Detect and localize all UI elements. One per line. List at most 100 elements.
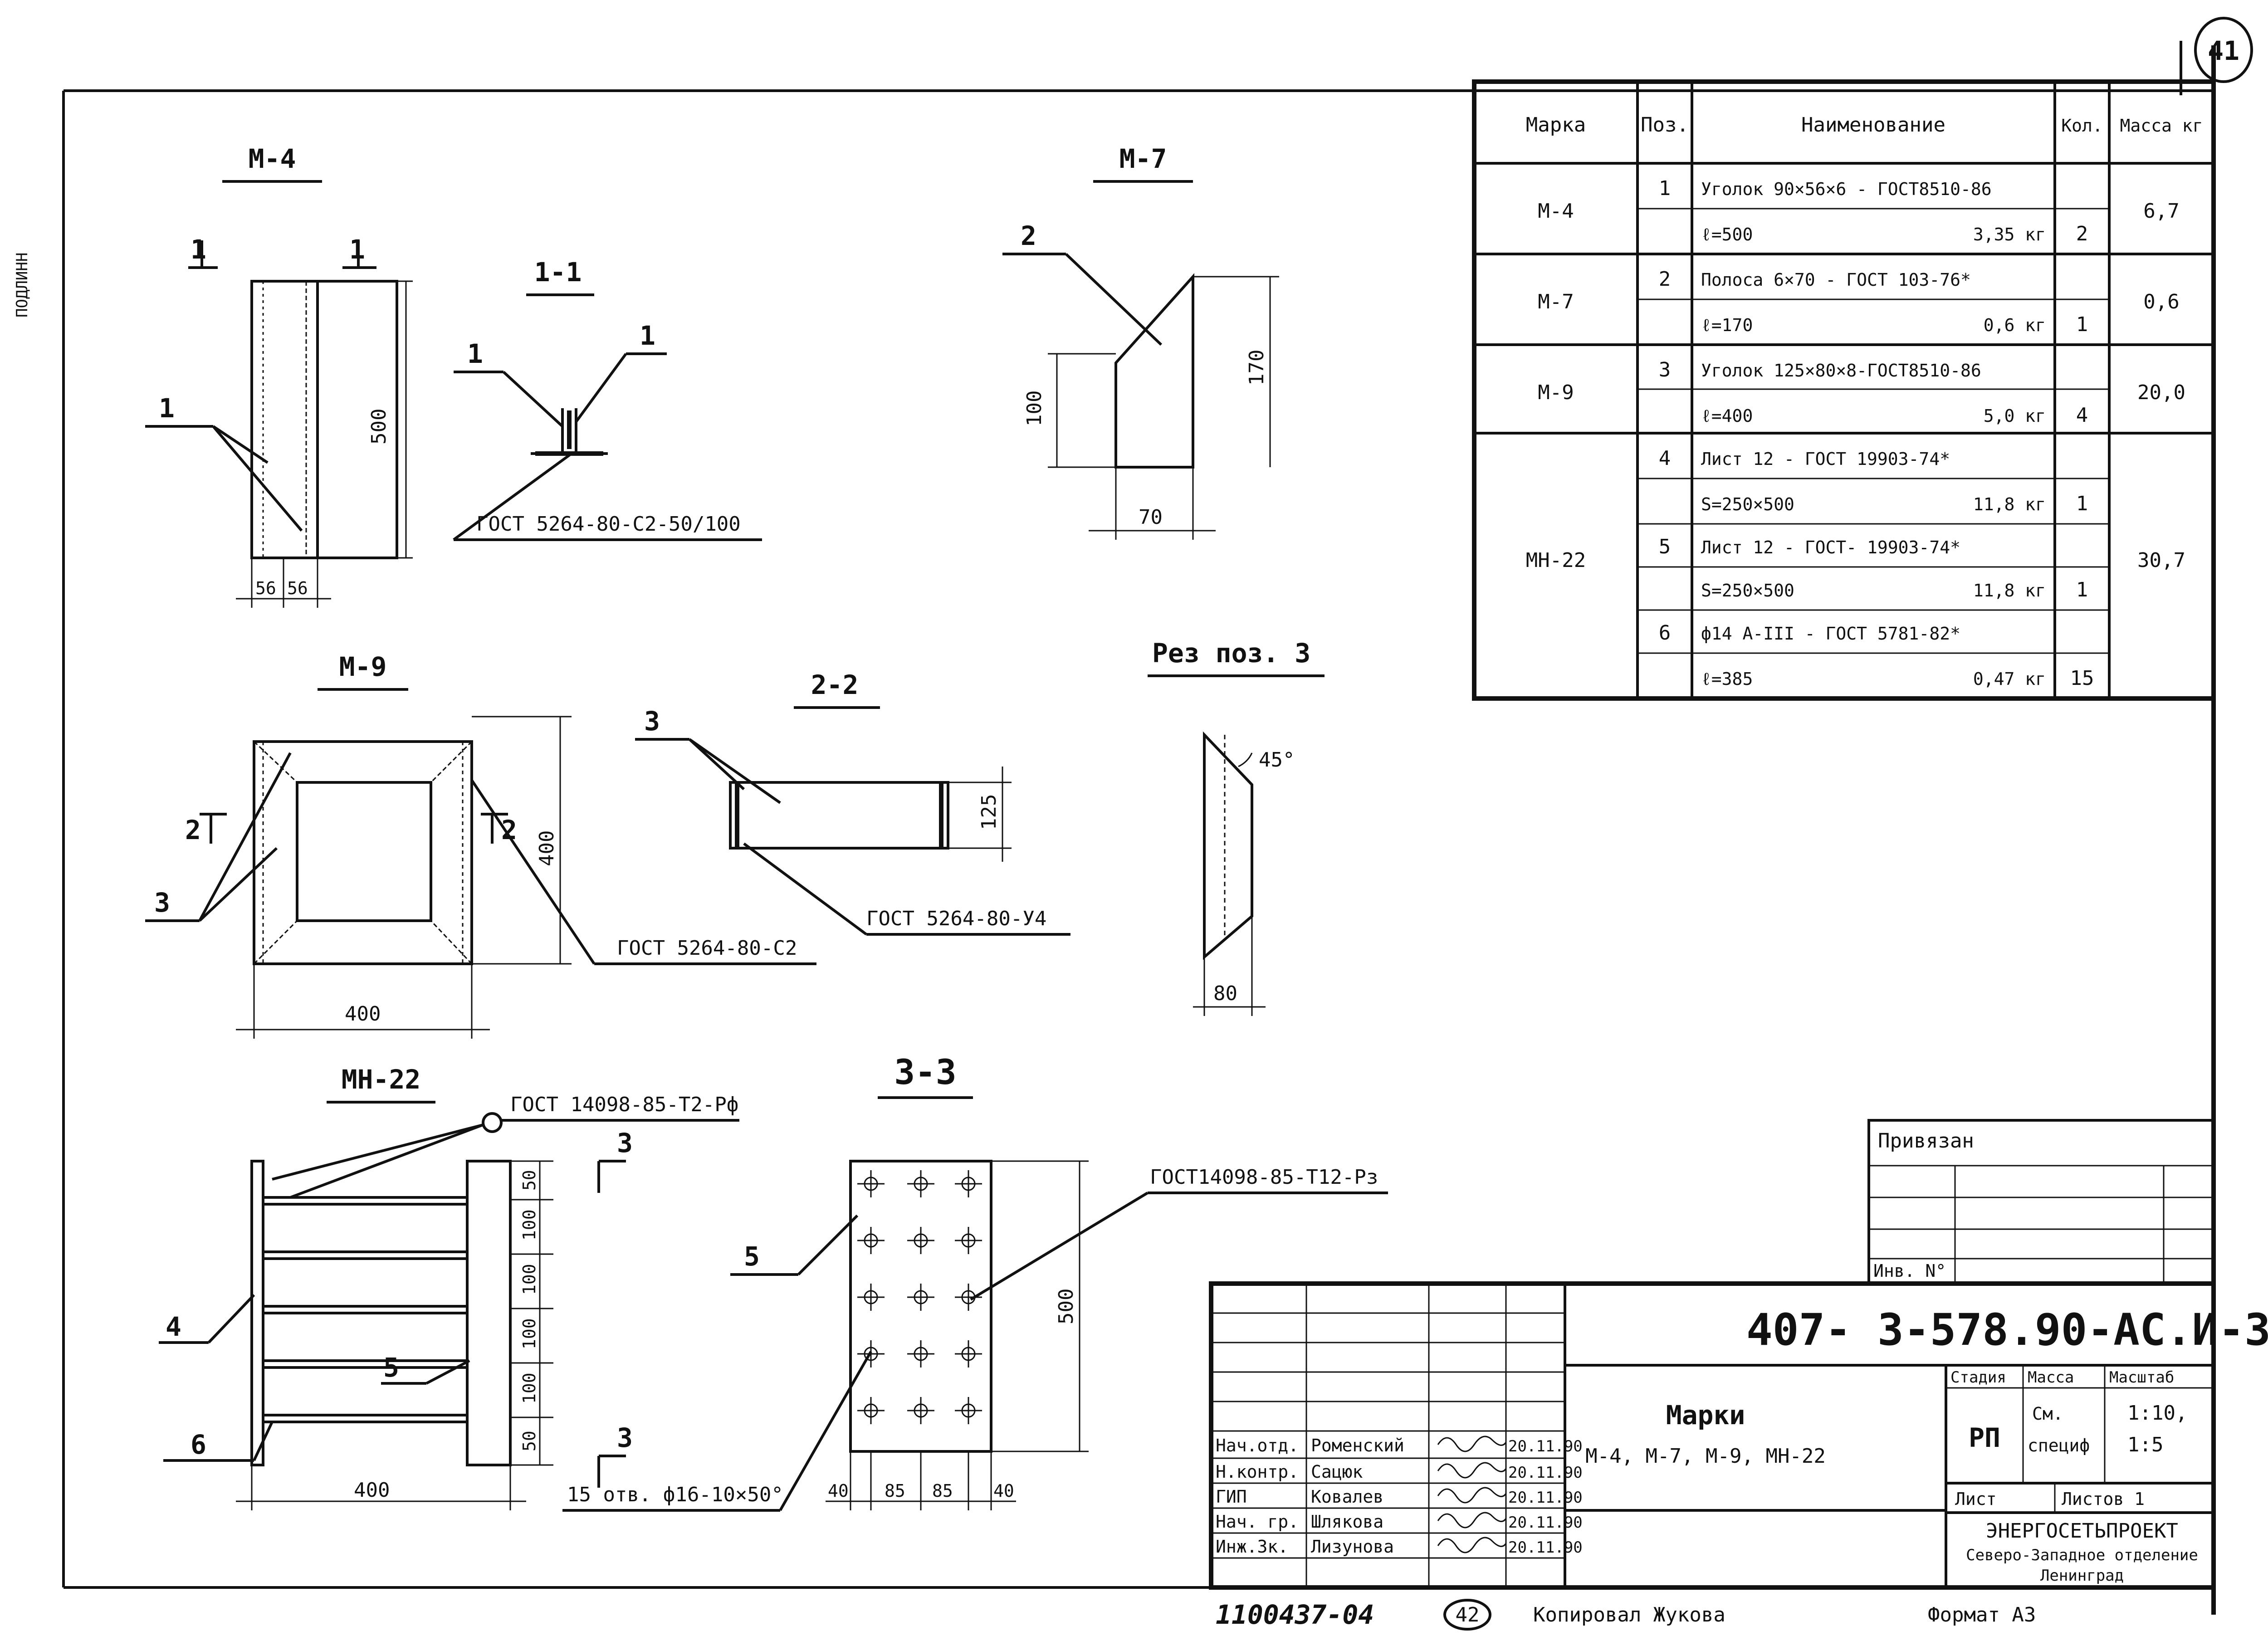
dim-56b: 56 [287, 578, 308, 598]
hole-centerline [907, 1397, 934, 1424]
dim-500: 500 [1055, 1289, 1078, 1324]
callout-2: 2 [1021, 220, 1036, 251]
dim-step: 100 [519, 1209, 539, 1240]
row-name: S=250×500 [1701, 581, 1794, 601]
hole-grid [857, 1170, 982, 1424]
hole-centerline [857, 1170, 885, 1197]
copied-by: Копировал Жукова [1533, 1603, 1725, 1626]
sheet-title-2: М-4, М-7, М-9, МН-22 [1585, 1445, 1826, 1468]
dim-100: 100 [1023, 391, 1046, 426]
dim-step: 100 [519, 1372, 539, 1404]
hole-centerline [955, 1170, 982, 1197]
dim-400-v: 400 [535, 830, 558, 866]
view-m4: М-4 1 1 500 56 56 1 [145, 143, 413, 608]
row-unit-mass: 0,47 кг [1973, 669, 2046, 689]
view-title: 2-2 [811, 669, 859, 700]
row-qty: 15 [2070, 667, 2094, 690]
signer-date: 20.11.90 [1508, 1437, 1583, 1455]
view-title: 3-3 [894, 1052, 956, 1092]
dim-400: 400 [354, 1479, 390, 1502]
side-stamp: ПОДЛИНН [13, 253, 31, 317]
dim-400-h: 400 [345, 1002, 381, 1026]
row-mass: 20,0 [2137, 381, 2185, 404]
row-pos: 5 [1659, 535, 1671, 558]
header-qty: Кол. [2061, 116, 2103, 136]
header-pos: Поз. [1641, 113, 1689, 137]
row-name: Полоса 6×70 - ГОСТ 103-76* [1701, 270, 1971, 290]
row-qty: 4 [2076, 404, 2088, 427]
view-m7: М-7 100 170 70 2 [1002, 143, 1279, 540]
inv-no-label: Инв. N° [1873, 1261, 1946, 1281]
hole-centerline [857, 1284, 885, 1311]
signature [1437, 1462, 1507, 1479]
hole-centerline [955, 1340, 982, 1367]
row-name: Лист 12 - ГОСТ- 19903-74* [1701, 537, 1960, 557]
callout-6: 6 [191, 1429, 206, 1460]
row-pos: 4 [1659, 447, 1671, 470]
row-mark: МН-22 [1526, 549, 1586, 572]
hole-centerline [907, 1284, 934, 1311]
view-cut-pos-3: Рез поз. 3 45° 80 [1148, 638, 1325, 1016]
stage-label: Стадия [1950, 1368, 2006, 1387]
view-title: МН-22 [342, 1064, 421, 1095]
signer-role: Инж.3к. [1216, 1537, 1288, 1557]
view-section-1-1: 1-1 1 1 ГОСТ 5264-80-С2-50/100 [453, 257, 762, 541]
dim-step: 100 [519, 1264, 539, 1295]
signature [1437, 1537, 1507, 1553]
signer-name: Ковалев [1311, 1487, 1383, 1507]
list-label: Лист [1955, 1489, 1997, 1509]
weld-note: ГОСТ 5264-80-С2-50/100 [476, 513, 741, 536]
format-label: Формат А3 [1928, 1603, 2036, 1626]
view-title: М-7 [1119, 143, 1167, 174]
callout-3: 3 [644, 706, 660, 737]
view-section-2-2: 2-2 125 3 ГОСТ 5264-80-У4 [635, 669, 1070, 936]
row-unit-mass: 11,8 кг [1973, 494, 2046, 514]
signer-role: ГИП [1216, 1487, 1247, 1507]
mass-label: Масса [2028, 1368, 2074, 1387]
weld-note: ГОСТ14098-85-Т12-Рз [1150, 1166, 1378, 1189]
dim-125: 125 [978, 794, 1001, 830]
signer-date: 20.11.90 [1508, 1538, 1583, 1557]
org-name: ЭНЕРГОСЕТЬПРОЕКТ [1986, 1519, 2178, 1543]
view-title: М-4 [249, 143, 296, 174]
row-mark: М-4 [1538, 200, 1574, 223]
row-mass: 6,7 [2143, 200, 2179, 223]
mass-value-2: специф [2028, 1436, 2090, 1455]
dim-height: 500 [367, 409, 391, 444]
callout-b: 1 [640, 320, 655, 351]
dim-bottom: 85 [885, 1481, 905, 1501]
holes-note: 15 отв. ф16-10×50° [567, 1483, 783, 1506]
row-mark: М-7 [1538, 290, 1574, 313]
row-mass: 30,7 [2137, 549, 2185, 572]
callout-3: 3 [154, 887, 170, 918]
footer: 1100437-04 42 Копировал Жукова Формат А3 [1216, 1599, 2036, 1631]
hole-centerline [857, 1227, 885, 1254]
callout-4: 4 [166, 1311, 181, 1342]
row-pos: 6 [1659, 621, 1671, 645]
row-qty: 2 [2076, 222, 2088, 245]
view-title: 1-1 [534, 257, 582, 288]
lists-label: Листов 1 [2062, 1489, 2145, 1509]
scale-value-1: 1:10, [2127, 1402, 2187, 1425]
callout-5: 5 [744, 1241, 760, 1272]
row-unit-mass: 11,8 кг [1973, 581, 2046, 601]
signature [1437, 1487, 1507, 1504]
dim-70: 70 [1139, 506, 1163, 529]
signer-date: 20.11.90 [1508, 1489, 1583, 1507]
dim-step: 50 [519, 1431, 539, 1451]
stage-value: РП [1969, 1422, 2000, 1453]
signer-role: Нач.отд. [1216, 1436, 1299, 1455]
row-qty: 1 [2076, 313, 2088, 336]
hole-centerline [907, 1227, 934, 1254]
signer-name: Роменский [1311, 1436, 1404, 1455]
dim-80: 80 [1213, 982, 1237, 1005]
view-title: М-9 [339, 651, 387, 682]
sheet-number-circle: 41 [2194, 17, 2253, 83]
dim-bottom: 85 [932, 1481, 953, 1501]
row-name: ф14 А-III - ГОСТ 5781-82* [1701, 624, 1960, 644]
section-3b: 3 [617, 1422, 633, 1453]
dim-bottom: 40 [828, 1481, 849, 1501]
signature [1437, 1436, 1507, 1452]
